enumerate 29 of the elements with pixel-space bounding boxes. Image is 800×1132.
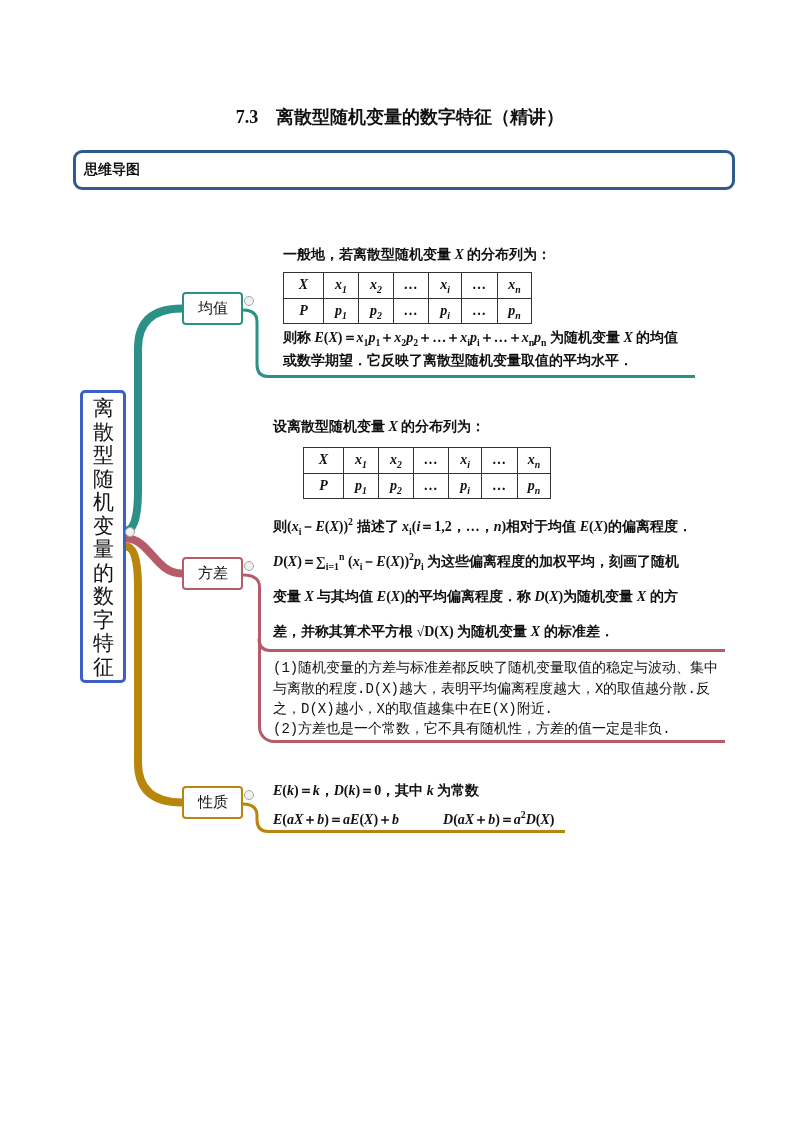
note-text: (2)方差也是一个常数，它不具有随机性，方差的值一定是非负. — [273, 720, 672, 739]
note-text: D(X)＝∑$_{i=1}$$^{n}$ (x$_{i}$－E(X))$^{2}$p$_{i}$ 为这些偏离程度的加权平均，刻画了随机变量 X 与其均值 E(X)的平均偏离程度．称 D(X)为随机变量 X 的方差，并称其算术平方根 √D(X) 为随机变量 X 的标准差． — [273, 550, 681, 641]
table-cell: x$_{n}$ — [497, 272, 532, 299]
note-text: D(aX＋b)＝a$^{2}$D(X) — [443, 812, 556, 828]
branch-connector — [241, 573, 272, 657]
table-cell: X — [283, 272, 324, 299]
table-cell: P — [303, 472, 344, 499]
note-panel — [258, 655, 725, 743]
topic-box: 均值 — [182, 292, 243, 325]
note-text: E(aX＋b)＝aE(X)＋b — [273, 812, 401, 828]
branch-connector — [125, 542, 183, 807]
note-text: 一般地，若离散型随机变量 X 的分布列为： — [283, 246, 553, 264]
table-cell: p$_{n}$ — [497, 297, 532, 324]
note-text: 则(x$_{i}$－E(X))$^{2}$ 描述了 x$_{i}$(i＝1,2，…，n)相对于均值 E(X)的偏离程度． — [273, 516, 693, 538]
table-cell: P — [283, 297, 324, 324]
section-header-band: 思维导图 — [73, 150, 735, 190]
table-cell: p$_{n}$ — [517, 472, 551, 499]
branch-connector — [242, 802, 269, 833]
note-text: (1)随机变量的方差与标准差都反映了随机变量取值的稳定与波动、集中与离散的程度.D(X)越大，表明平均偏离程度越大，X的取值越分散.反之，D(X)越小，X的取值越集中在E(X)附近. — [273, 659, 720, 719]
note-text: 则称 E(X)＝x$_{1}$p$_{1}$＋x$_{2}$p$_{2}$＋…＋x$_{i}$p$_{i}$＋…＋x$_{n}$p$_{n}$ 为随机变量 X 的均值或数学期望．它反映了离散型随机变量取值的平均水平． — [283, 329, 680, 370]
table-cell: X — [303, 447, 344, 474]
topic-box: 性质 — [182, 786, 243, 819]
note-text: 设离散型随机变量 X 的分布列为： — [273, 418, 487, 436]
branch-connector — [125, 534, 183, 578]
central-topic-box: 离散型随机变量的数字特征 — [80, 390, 126, 683]
table-cell: x$_{n}$ — [517, 447, 551, 474]
note-text: E(k)＝k，D(k)＝0，其中 k 为常数 — [273, 782, 481, 800]
topic-box: 方差 — [182, 557, 243, 590]
page-title: 7.3 离散型随机变量的数字特征（精讲） — [235, 106, 565, 129]
